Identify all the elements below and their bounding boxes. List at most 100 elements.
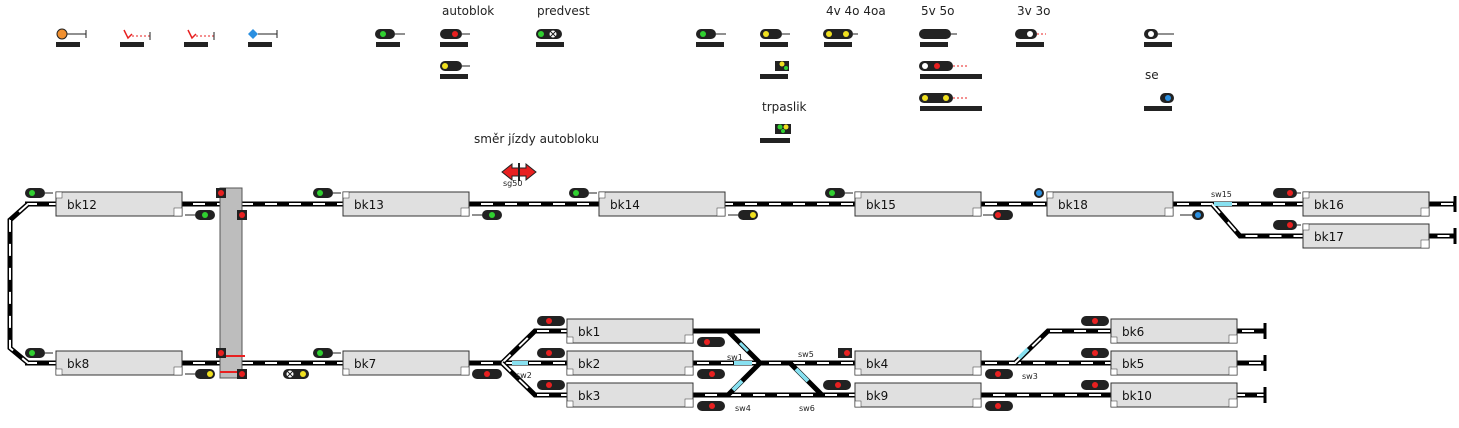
caption-autoblok: autoblok <box>442 4 494 18</box>
block-label: bk16 <box>1314 198 1344 212</box>
signal-white-icon <box>1144 29 1174 47</box>
caption-3v3o: 3v 3o <box>1017 4 1051 18</box>
signal-yellow-small-icon <box>760 61 789 79</box>
layout-signals <box>25 188 1301 411</box>
signal-icon[interactable] <box>1081 380 1109 390</box>
block-label: bk17 <box>1314 230 1344 244</box>
block-bk12[interactable]: bk12 <box>55 191 183 217</box>
signal-icon[interactable] <box>472 369 502 379</box>
signal-yellow-icon <box>440 61 470 79</box>
signal-icon[interactable] <box>1180 210 1204 220</box>
caption-5v5o: 5v 5o <box>921 4 955 18</box>
block-bk18[interactable]: bk18 <box>1046 191 1174 217</box>
caption-se: se <box>1145 68 1159 82</box>
legend-signals <box>56 28 1174 143</box>
label-sw3: sw3 <box>1022 372 1038 381</box>
signal-icon[interactable] <box>537 348 565 358</box>
signal-icon[interactable] <box>697 401 725 411</box>
block-bk15[interactable]: bk15 <box>854 191 982 217</box>
block-bk9[interactable]: bk9 <box>854 382 982 408</box>
blocks: bk12 bk13 bk14 bk15 bk18 <box>55 191 1430 408</box>
signal-icon[interactable] <box>825 188 853 198</box>
signal-icon[interactable] <box>1273 220 1301 230</box>
signal-icon[interactable] <box>823 380 851 390</box>
block-bk10[interactable]: bk10 <box>1110 382 1238 408</box>
label-sw4: sw4 <box>735 404 751 413</box>
block-label: bk1 <box>578 325 600 339</box>
bridge-turntable[interactable] <box>216 187 247 379</box>
block-label: bk2 <box>578 357 600 371</box>
label-sw5: sw5 <box>798 350 814 359</box>
signal-predvest-icon <box>536 29 564 47</box>
block-label: bk6 <box>1122 325 1144 339</box>
signal-icon[interactable] <box>25 348 53 358</box>
signal-icon[interactable] <box>313 348 341 358</box>
block-label: bk5 <box>1122 357 1144 371</box>
signal-se-icon <box>1144 93 1174 111</box>
signal-5o-icon <box>919 61 982 79</box>
signal-icon[interactable] <box>728 210 758 220</box>
signal-icon[interactable] <box>1034 188 1044 198</box>
block-bk14[interactable]: bk14 <box>598 191 726 217</box>
signal-green-icon <box>375 29 405 47</box>
block-bk17[interactable]: bk17 <box>1302 223 1430 249</box>
signal-icon[interactable] <box>472 210 502 220</box>
label-sg50: sg50 <box>503 179 522 188</box>
signal-trpaslik-icon <box>760 124 791 143</box>
signal-3v-icon <box>1015 29 1046 47</box>
block-label: bk3 <box>578 389 600 403</box>
signal-icon[interactable] <box>537 380 565 390</box>
signal-derail-icon <box>184 29 215 47</box>
block-bk2[interactable]: bk2 <box>566 350 694 376</box>
block-label: bk13 <box>354 198 384 212</box>
signal-icon[interactable] <box>283 369 309 379</box>
signal-icon[interactable] <box>313 188 341 198</box>
signal-icon[interactable] <box>1081 316 1109 326</box>
block-label: bk8 <box>67 357 89 371</box>
signal-5oa-icon <box>919 93 982 111</box>
block-label: bk4 <box>866 357 888 371</box>
signal-icon[interactable] <box>25 188 53 198</box>
signal-icon[interactable] <box>185 210 215 220</box>
signal-icon[interactable] <box>697 337 725 347</box>
signal-icon[interactable] <box>838 348 852 358</box>
signal-icon[interactable] <box>569 188 597 198</box>
block-bk13[interactable]: bk13 <box>342 191 470 217</box>
signal-yellow-icon <box>760 29 790 47</box>
caption-direction: směr jízdy autobloku <box>474 132 599 146</box>
block-bk1[interactable]: bk1 <box>566 318 694 344</box>
signal-derail-icon <box>120 29 151 47</box>
signal-icon[interactable] <box>1273 188 1301 198</box>
signal-icon[interactable] <box>1081 348 1109 358</box>
signal-icon[interactable] <box>983 210 1013 220</box>
block-bk6[interactable]: bk6 <box>1110 318 1238 344</box>
block-bk3[interactable]: bk3 <box>566 382 694 408</box>
direction-arrow-icon[interactable] <box>501 162 537 182</box>
block-label: bk15 <box>866 198 896 212</box>
signal-blue-diamond-icon <box>248 29 278 47</box>
signal-icon[interactable] <box>537 316 565 326</box>
block-bk7[interactable]: bk7 <box>342 350 470 376</box>
block-bk8[interactable]: bk8 <box>55 350 183 376</box>
block-label: bk12 <box>67 198 97 212</box>
signal-icon[interactable] <box>697 369 725 379</box>
label-sw6: sw6 <box>799 404 815 413</box>
block-label: bk9 <box>866 389 888 403</box>
block-label: bk14 <box>610 198 640 212</box>
signal-orange-icon <box>56 28 87 47</box>
signal-icon[interactable] <box>985 369 1013 379</box>
block-label: bk18 <box>1058 198 1088 212</box>
signal-icon[interactable] <box>985 401 1013 411</box>
label-sw15: sw15 <box>1211 190 1232 199</box>
block-label: bk7 <box>354 357 376 371</box>
block-label: bk10 <box>1122 389 1152 403</box>
caption-predvest: predvest <box>537 4 590 18</box>
block-bk16[interactable]: bk16 <box>1302 191 1430 217</box>
caption-4v4o4oa: 4v 4o 4oa <box>826 4 886 18</box>
block-bk4[interactable]: bk4 <box>854 350 982 376</box>
signal-5v-icon <box>919 29 957 47</box>
block-bk5[interactable]: bk5 <box>1110 350 1238 376</box>
signal-icon[interactable] <box>185 369 215 379</box>
